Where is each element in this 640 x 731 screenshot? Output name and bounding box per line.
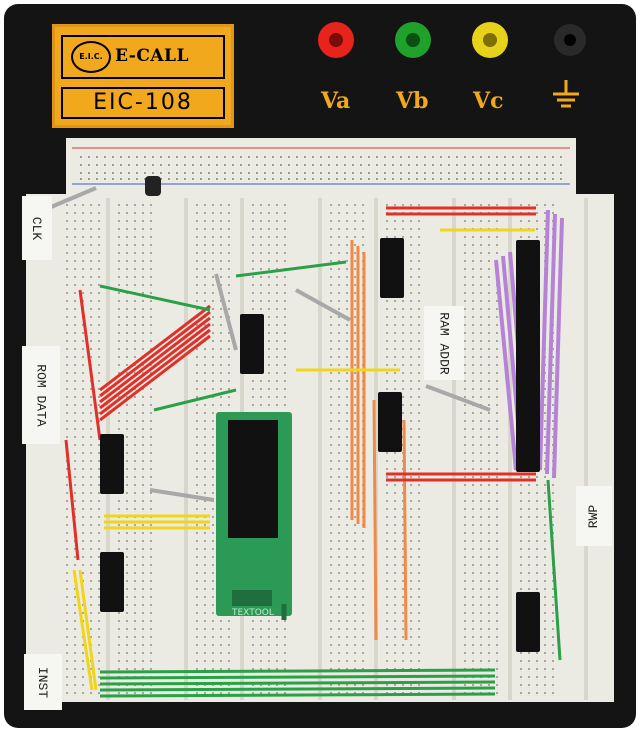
tape-label-clk: CLK <box>22 196 52 260</box>
ic-chip <box>378 392 402 452</box>
zif-socket-label: TEXTOOL <box>231 608 274 618</box>
wire-bundle-orange-center <box>350 240 408 641</box>
ic-chip <box>100 552 124 612</box>
binding-post-vb[interactable] <box>395 22 431 58</box>
binding-post-va[interactable] <box>318 22 354 58</box>
tape-label-rwp-text: RWP <box>586 504 602 528</box>
post-label-vb: Vb <box>396 88 429 114</box>
tape-label-clk-text: CLK <box>29 216 45 240</box>
wire-misc-gray <box>43 186 491 502</box>
logo-mark: E.I.C. <box>71 41 111 73</box>
tape-label-rom-data-text: ROM DATA <box>33 363 49 427</box>
brand-name: E-CALL <box>115 46 189 66</box>
capacitor <box>145 176 161 196</box>
zif-socket[interactable] <box>216 412 292 620</box>
wire-bundle-red-horizontal <box>64 206 536 561</box>
wire-bundle-yellow <box>72 228 535 691</box>
logo-top-panel: E.I.C. E-CALL <box>61 35 225 79</box>
post-label-vc: Vc <box>473 88 504 114</box>
wire-bundle-green-bottom <box>99 668 496 698</box>
model-number: EIC-108 <box>61 87 225 119</box>
ic-chip <box>100 434 124 494</box>
tape-label-ram-addr: RAM ADDR <box>424 306 464 380</box>
bus-holes <box>80 156 562 180</box>
binding-post-vc[interactable] <box>472 22 508 58</box>
tape-label-rom-data: ROM DATA <box>22 346 60 444</box>
ic-chip <box>516 240 540 472</box>
ic-chip <box>516 592 540 652</box>
ground-symbol-icon <box>553 80 579 108</box>
ic-chip <box>380 238 404 298</box>
tape-label-inst: INST <box>24 654 62 710</box>
wire-bundle-red-diagonal <box>99 304 211 422</box>
post-label-va: Va <box>321 88 351 114</box>
tape-label-rwp: RWP <box>576 486 612 546</box>
binding-post-ground[interactable] <box>554 24 586 56</box>
manufacturer-logo: E.I.C. E-CALL EIC-108 <box>52 24 234 128</box>
wire-misc-green <box>99 260 562 661</box>
ic-chip <box>240 314 264 374</box>
tape-label-ram-addr-text: RAM ADDR <box>436 311 452 375</box>
tape-label-inst-text: INST <box>35 666 51 698</box>
